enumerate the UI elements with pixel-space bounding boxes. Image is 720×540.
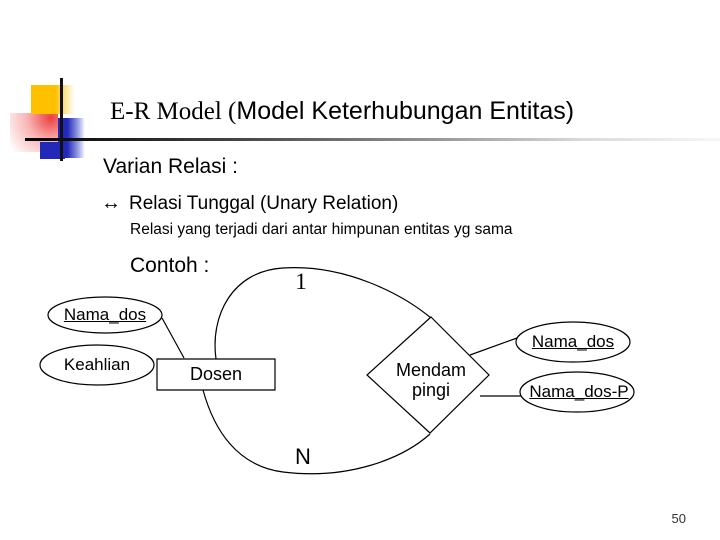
attribute-ellipse-nama-dos-right[interactable] [516, 322, 630, 362]
entity-rect-dosen[interactable] [157, 359, 275, 390]
cardinality-label-one: 1 [295, 269, 307, 294]
arc-one-connector[interactable] [215, 268, 431, 359]
attribute-label-nama-dos-right: Nama_dos [531, 332, 615, 351]
example-label: Contoh : [130, 254, 210, 277]
sub-bullet-text: Relasi yang terjadi dari antar himpunan … [130, 221, 513, 238]
entity-label-dosen: Dosen [189, 364, 243, 384]
decoration-blue-square-lower [40, 142, 65, 159]
attribute-ellipse-nama-dos-left[interactable] [48, 297, 162, 333]
page-number: 50 [671, 511, 686, 526]
attribute-ellipse-keahlian[interactable] [40, 345, 154, 385]
relation-label-line2: pingi [411, 380, 451, 400]
connector-nama-dos-right[interactable] [470, 338, 517, 355]
relation-label-mendampingi: Mendam pingi [366, 357, 496, 403]
bullet-text: Relasi Tunggal (Unary Relation) [129, 193, 399, 214]
relation-label-line1: Mendam [395, 360, 467, 380]
connector-nama-dos-left[interactable] [162, 318, 184, 358]
section-heading: Varian Relasi : [103, 155, 239, 178]
attribute-label-keahlian: Keahlian [63, 355, 131, 374]
decoration-vertical-line [60, 78, 63, 161]
attribute-label-nama-dos-p: Nama_dos-P [529, 382, 629, 401]
arc-n-connector[interactable] [203, 390, 430, 474]
title-divider-line [25, 138, 720, 141]
attribute-label-nama-dos-left: Nama_dos [63, 305, 147, 324]
attribute-ellipse-nama-dos-p[interactable] [520, 372, 634, 412]
decoration-yellow-square [31, 85, 75, 114]
double-arrow-bullet-icon: ↔ [101, 192, 121, 214]
bullet-line: ↔ Relasi Tunggal (Unary Relation) [101, 192, 398, 215]
page-title: E-R Model (Model Keterhubungan Entitas) [110, 97, 574, 126]
page-title-sans-part: Model Keterhubungan Entitas) [236, 97, 575, 125]
page-title-serif-part: E-R Model ( [110, 98, 237, 125]
cardinality-label-n: N [295, 444, 311, 469]
relation-diamond-mendampingi[interactable] [367, 317, 489, 433]
